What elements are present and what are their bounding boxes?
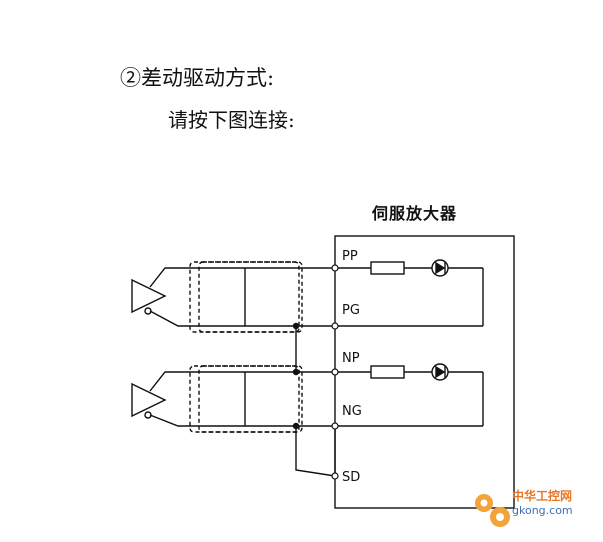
- wire-sd: [295, 426, 336, 477]
- wire-pg: [149, 310, 335, 327]
- shield-upper: [189, 261, 303, 333]
- pin-label-pg: PG: [342, 303, 360, 318]
- instruction-text: 请按下图连接:: [168, 108, 295, 132]
- watermark-logo: 中华工控网 gkong.com: [470, 487, 603, 537]
- watermark-url: gkong.com: [512, 504, 573, 517]
- terminal-pg: [331, 322, 339, 330]
- terminal-ng: [331, 422, 339, 430]
- line-driver-upper-icon: [131, 278, 167, 314]
- pin-label-sd: SD: [342, 470, 360, 485]
- pin-label-ng: NG: [342, 404, 362, 419]
- amplifier-title: 伺服放大器: [372, 204, 458, 223]
- wire-pp: [149, 267, 335, 288]
- pin-label-pp: PP: [342, 249, 358, 264]
- terminal-sd: [331, 472, 339, 480]
- gear-icon: [475, 494, 510, 527]
- watermark-site-name: 中华工控网: [512, 489, 573, 503]
- wire-np: [149, 371, 335, 392]
- terminal-pp: [331, 264, 339, 272]
- wire-ng: [149, 414, 335, 427]
- section-heading: ②差动驱动方式:: [120, 66, 275, 90]
- shield-lower: [189, 365, 303, 433]
- resistor-upper-icon: [370, 261, 405, 275]
- pin-label-np: NP: [342, 351, 360, 366]
- line-driver-lower-icon: [131, 382, 167, 418]
- resistor-lower-icon: [370, 365, 405, 379]
- terminal-np: [331, 368, 339, 376]
